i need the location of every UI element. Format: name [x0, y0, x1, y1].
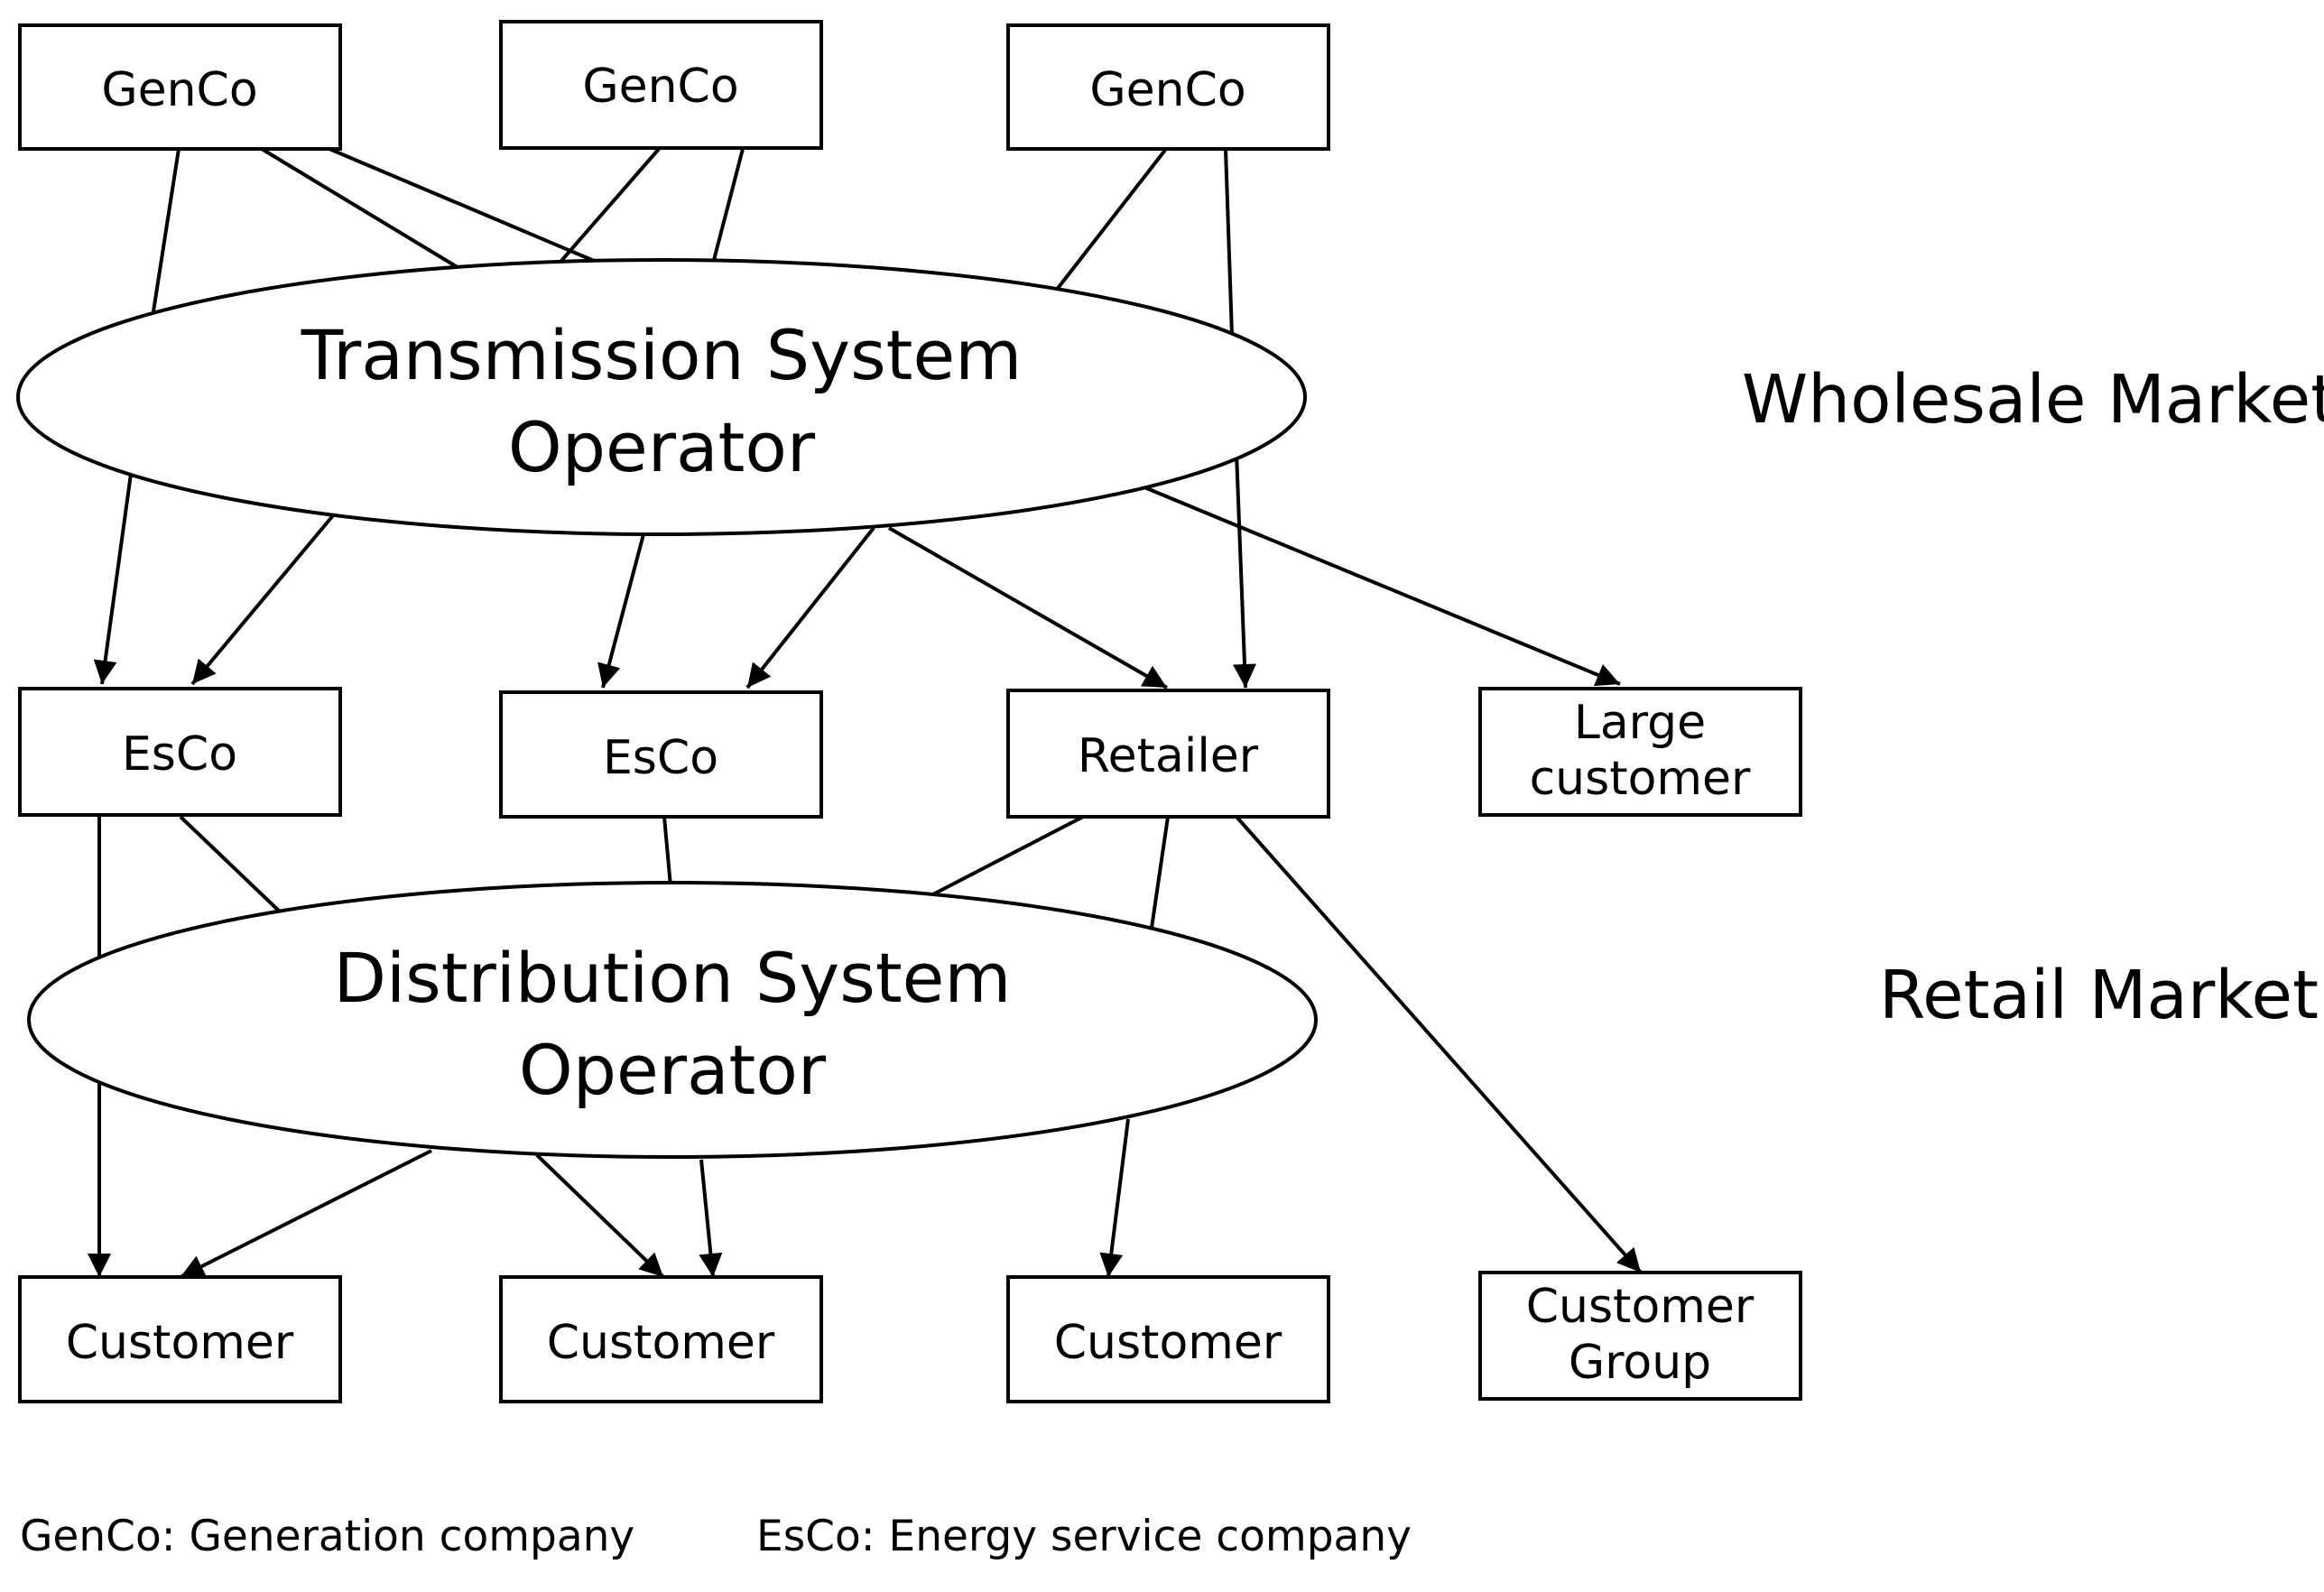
customer-group-label-line1: Customer	[1526, 1280, 1755, 1334]
genco-1-label: GenCo	[101, 63, 257, 117]
edge-tso-esco1-a	[93, 473, 133, 685]
edges-dso-customers	[88, 815, 1643, 1279]
customer-box-3: Customer	[1006, 1275, 1330, 1403]
esco-box-2: EsCo	[499, 690, 823, 819]
legend: GenCo: Generation company EsCo: Energy s…	[20, 1512, 1412, 1561]
edge-tso-retailer-a	[888, 526, 1168, 690]
wholesale-market-label: Wholesale Market	[1742, 361, 2324, 439]
tso-node: Transmission System Operator	[16, 258, 1307, 536]
customer-1-label: Customer	[66, 1316, 294, 1370]
edge-tso-esco1-b	[190, 513, 336, 686]
edge-dso-customer2-b	[699, 1159, 723, 1278]
retail-market-label: Retail Market	[1879, 957, 2319, 1034]
genco-box-1: GenCo	[18, 23, 342, 151]
edge-retailer-customer-group	[1235, 815, 1643, 1274]
edge-genco1-tso-c	[329, 147, 606, 267]
dso-label-line1: Distribution System	[334, 938, 1012, 1018]
esco-2-label: EsCo	[603, 731, 718, 785]
tso-label-line2: Operator	[508, 407, 816, 487]
edges-genco-tso	[152, 147, 1234, 337]
genco-box-3: GenCo	[1006, 23, 1330, 151]
edge-dso-customer2-a	[535, 1153, 665, 1279]
retailer-label: Retailer	[1078, 729, 1259, 783]
edge-tso-large-customer	[1143, 486, 1621, 687]
dso-node: Distribution System Operator	[27, 881, 1318, 1159]
genco-2-label: GenCo	[582, 60, 738, 114]
retailer-box: Retailer	[1006, 689, 1330, 819]
legend-genco: GenCo: Generation company	[20, 1512, 634, 1561]
customer-group-label-line2: Group	[1569, 1336, 1711, 1390]
edge-tso-esco2-b	[745, 526, 875, 690]
edge-dso-customer3	[1099, 1118, 1130, 1278]
customer-box-1: Customer	[18, 1275, 342, 1403]
large-customer-label-line2: customer	[1530, 752, 1751, 806]
customer-box-2: Customer	[499, 1275, 823, 1403]
large-customer-box: Large customer	[1478, 687, 1802, 817]
edge-esco2-dso	[662, 816, 672, 887]
edge-retailer-dso-b	[1149, 816, 1170, 935]
tso-label-line1: Transmission System	[301, 315, 1023, 395]
edge-genco2-tso-b	[711, 148, 745, 264]
edge-genco1-tso-a	[152, 148, 181, 312]
edge-genco3-tso-a	[1054, 147, 1168, 292]
genco-box-2: GenCo	[499, 20, 823, 150]
edge-genco1-tso-b	[260, 147, 462, 271]
edge-genco2-tso-a	[553, 147, 661, 270]
customer-3-label: Customer	[1054, 1316, 1282, 1370]
customer-group-box: Customer Group	[1478, 1271, 1802, 1401]
edge-retailer-dso-a	[929, 815, 1084, 898]
edge-dso-customer1-b	[180, 1149, 432, 1279]
edge-genco3-tso-b	[1224, 148, 1234, 337]
dso-label-line2: Operator	[519, 1030, 827, 1110]
edges-row2-dso	[97, 815, 1170, 966]
esco-1-label: EsCo	[122, 727, 237, 782]
genco-3-label: GenCo	[1089, 63, 1245, 117]
edge-esco1-dso-b	[179, 815, 284, 916]
esco-box-1: EsCo	[18, 687, 342, 817]
edge-tso-esco2-a	[597, 533, 645, 689]
edges-tso-row2	[93, 335, 1621, 690]
legend-esco: EsCo: Energy service company	[756, 1512, 1412, 1561]
large-customer-label-line1: Large	[1574, 696, 1706, 750]
dso-ellipse	[27, 881, 1318, 1159]
tso-ellipse	[16, 258, 1307, 536]
customer-2-label: Customer	[547, 1316, 775, 1370]
